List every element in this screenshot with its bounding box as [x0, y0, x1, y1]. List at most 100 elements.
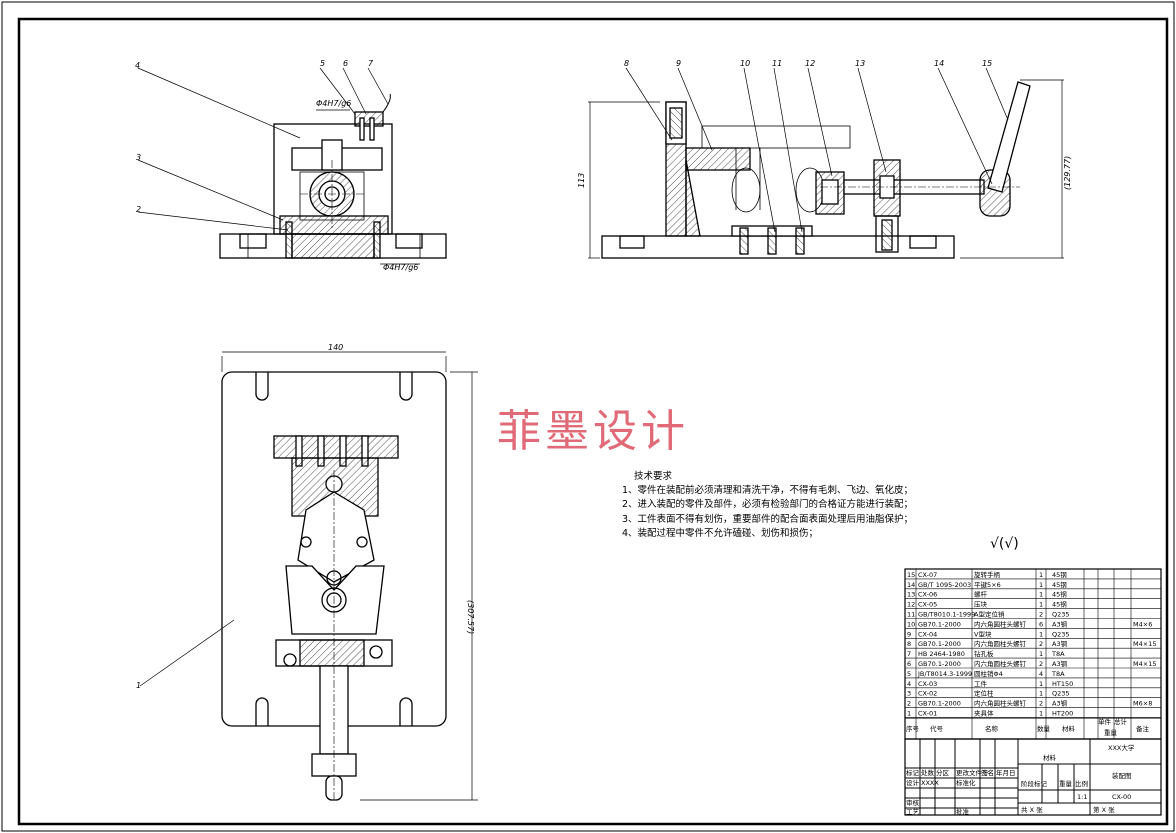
title-weight-label: 重量	[1059, 780, 1073, 788]
part-label-13: 13	[855, 59, 865, 68]
bom-cell-name: V型块	[974, 629, 992, 638]
bom-header-code: 代号	[930, 724, 944, 733]
plan-view-leaders	[139, 351, 478, 801]
part-label-1: 1	[136, 681, 141, 690]
part-label-10: 10	[740, 59, 750, 68]
bom-cell-remark: M6×8	[1133, 700, 1152, 708]
front-view-leaders	[137, 67, 420, 265]
bom-cell-code: CX-04	[918, 630, 937, 638]
bom-cell-code: CX-02	[918, 690, 937, 698]
dim-height-side: 113	[577, 173, 586, 188]
bom-header-weight: 重量	[1104, 729, 1118, 737]
bom-cell-qty: 1	[1039, 680, 1043, 688]
bom-cell-remark: M4×15	[1133, 660, 1156, 668]
title-process-label: 工艺	[906, 808, 920, 816]
part-label-3: 3	[136, 153, 141, 162]
bom-cell-material: A3钢	[1052, 700, 1068, 708]
bom-header-no: 序号	[906, 724, 920, 733]
bom-cell-remark: M4×6	[1133, 620, 1152, 628]
title-scale: 1:1	[1077, 793, 1087, 801]
part-label-11: 11	[772, 59, 782, 68]
side-view	[601, 81, 1031, 259]
bom-cell-qty: 2	[1039, 611, 1043, 619]
bom-cell-material: 45钢	[1052, 581, 1067, 589]
title-stage-label: 阶段标记	[1021, 779, 1048, 788]
bom-cell-name: 内六角圆柱头螺钉	[974, 639, 1027, 648]
bom-cell-name: 螺杆	[974, 590, 988, 599]
bom-cell-code: GB70.1-2000	[918, 700, 961, 708]
bom-cell-no: 14	[907, 581, 915, 589]
bom-cell-code: CX-07	[918, 571, 937, 579]
bom-cell-name: 定位柱	[974, 689, 994, 698]
bom-cell-qty: 1	[1039, 581, 1043, 589]
bom-cell-material: A3钢	[1052, 640, 1068, 648]
title-date-label: 年月日	[996, 768, 1016, 777]
part-label-6: 6	[343, 59, 348, 68]
title-drawing-no: CX-00	[1112, 793, 1131, 801]
title-designer: XXXX	[921, 779, 939, 787]
technical-requirements: 技术要求 1、零件在装配前必须清理和清洗干净，不得有毛刺、飞边、氧化皮； 2、进…	[622, 470, 913, 541]
title-drawing-name: 装配图	[1112, 771, 1132, 780]
bom-cell-name: A型定位销	[974, 610, 1005, 619]
part-label-12: 12	[805, 59, 815, 68]
part-label-14: 14	[934, 59, 944, 68]
bom-cell-qty: 1	[1039, 690, 1043, 698]
bom-cell-material: HT150	[1052, 680, 1073, 688]
title-scale-label: 比例	[1075, 779, 1088, 788]
bom-cell-material: Q235	[1052, 630, 1070, 638]
bom-cell-material: T8A	[1051, 670, 1065, 678]
bom-cell-no: 2	[907, 700, 911, 708]
bom-cell-qty: 1	[1039, 650, 1043, 658]
bom-cell-no: 10	[907, 620, 915, 628]
side-view-labels: 8 9 10 11 12 13 14 15 113 (129.77)	[577, 59, 1072, 190]
front-view-labels: 4 5 6 7 3 2 Φ4H7/g6 Φ4H7/g6	[135, 59, 418, 272]
fit-label-bottom: Φ4H7/g6	[383, 263, 418, 272]
bom-cell-qty: 1	[1039, 630, 1043, 638]
title-material-mark: 材料	[1043, 753, 1057, 762]
side-view-leaders	[588, 67, 1064, 259]
roughness-symbol: √(√)	[990, 536, 1019, 552]
title-std-label: 标准化	[956, 778, 976, 787]
bom-header: 序号 代号 名称 数量 材料 单件 总计 重量 备注	[905, 717, 1161, 737]
part-label-15: 15	[982, 59, 992, 68]
bom-cell-name: 钻孔板	[974, 649, 994, 658]
bom-cell-name: 夹具体	[974, 709, 994, 718]
bom-header-unit: 单件	[1098, 717, 1112, 726]
front-view	[219, 93, 447, 259]
bom-cell-qty: 4	[1039, 670, 1043, 678]
dim-height-total: (129.77)	[1063, 156, 1072, 190]
part-label-5: 5	[320, 59, 325, 68]
part-label-4: 4	[135, 61, 140, 70]
title-mark-label: 标记	[906, 768, 920, 777]
bom-cell-material: Q235	[1052, 611, 1070, 619]
bom-cell-qty: 1	[1039, 571, 1043, 579]
bom-cell-name: 压块	[974, 600, 988, 609]
title-sheet-total: 共 X 张	[1021, 805, 1043, 814]
bom-cell-remark: M4×15	[1133, 640, 1156, 648]
bom-header-qty: 数量	[1037, 724, 1051, 733]
title-block	[904, 738, 1162, 816]
bom-cell-qty: 1	[1039, 591, 1043, 599]
title-block-text: 材料 XXX大学 装配图 CX-00 阶段标记 重量 比例 1:1 共 X 张 …	[906, 743, 1135, 816]
dim-width-plan: 140	[328, 343, 343, 352]
title-check-label: 审核	[906, 798, 920, 807]
tech-item: 2、进入装配的零件及部件，必须有检验部门的合格证方能进行装配；	[622, 499, 914, 511]
part-label-8: 8	[624, 59, 629, 68]
bom-cell-no: 1	[907, 710, 911, 718]
tech-item: 1、零件在装配前必须清理和清洗干净，不得有毛刺、飞边、氧化皮；	[622, 485, 914, 497]
bom-cell-material: 45钢	[1052, 571, 1067, 579]
bom-cell-code: GB70.1-2000	[918, 620, 961, 628]
plan-view-labels: 1 140 (307.57)	[136, 343, 475, 690]
bom-cell-no: 13	[907, 591, 915, 599]
bom-cell-name: 平键5×6	[974, 580, 1001, 589]
bom-cell-code: CX-05	[918, 601, 937, 609]
part-label-2: 2	[136, 205, 141, 214]
title-zone-label: 分区	[936, 768, 950, 777]
bom-cell-name: 内六角圆柱头螺钉	[974, 619, 1027, 628]
bom-cell-code: GB70.1-2000	[918, 660, 961, 668]
bom-cell-code: HB 2464-1980	[918, 650, 965, 658]
bom-cell-material: A3钢	[1052, 620, 1068, 628]
bom-cell-code: CX-01	[918, 710, 937, 718]
